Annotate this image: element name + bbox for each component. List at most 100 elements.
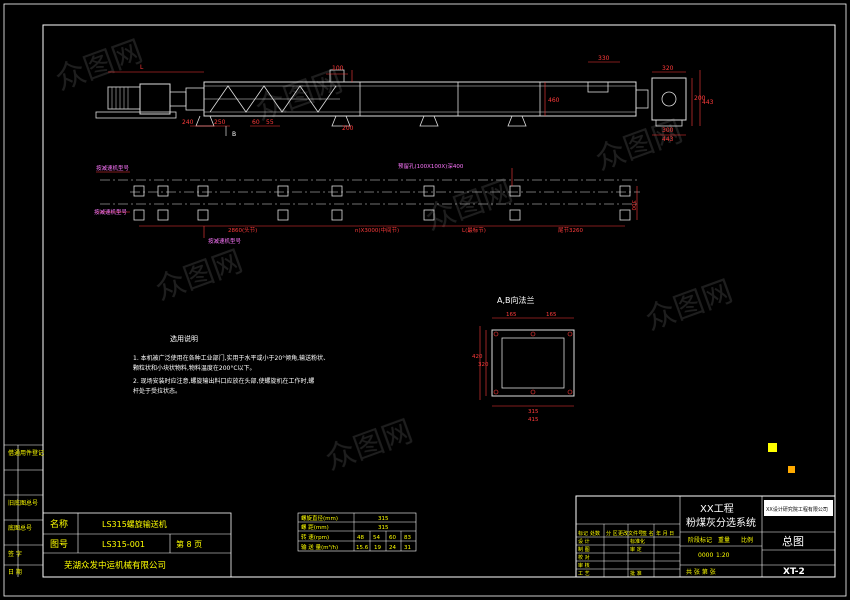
watermark-text: 众图网 (591, 114, 688, 178)
stage-value: 0000 (698, 552, 713, 559)
dim-330: 330 (598, 55, 610, 62)
watermark-text: 众图网 (641, 274, 738, 338)
foundation-plan: 2860(头节) n)X3000(中间节) L(最标节) 尾节3260 300 … (94, 162, 640, 245)
flange-detail: A,B向法兰 165 165 315 415 320 420 (472, 295, 575, 423)
tb-role: 制 图 (578, 546, 590, 553)
tb-role: 审 核 (578, 562, 590, 569)
param-cell: 24 (389, 545, 396, 551)
param-row-value: 315 (378, 516, 389, 522)
watermark-layer: 众图网 众图网 众图网 众图网 众图网 众图网 众图网 (51, 34, 738, 478)
drawing-value: LS315-001 (102, 540, 145, 549)
flange-title: A,B向法兰 (497, 295, 535, 305)
system-name: 粉煤灰分选系统 (686, 516, 756, 529)
tb-header: 年 月 日 (656, 530, 674, 537)
support (195, 115, 215, 127)
section-mark-b: B (232, 131, 236, 138)
plan-bottom-label: 按减速机型号 (208, 237, 242, 245)
watermark-text: 众图网 (251, 64, 348, 128)
support (419, 115, 439, 127)
param-row-label: 输 送 量(m³/h) (301, 543, 338, 551)
marker (788, 466, 795, 473)
tb-approve: 审 定 (630, 546, 642, 553)
inlet (329, 69, 345, 83)
flange-top-b: 165 (546, 312, 557, 318)
flange-bottom-b: 415 (528, 417, 539, 423)
tail-bearing (635, 89, 649, 109)
company-name: 芜湖众发中运机械有限公司 (64, 560, 166, 571)
tb-role: 校 对 (578, 554, 590, 561)
param-cell: 15.6 (356, 545, 369, 551)
flange-side-b: 420 (472, 354, 483, 360)
param-table: 螺旋直径(mm) 315 螺 距(mm) 315 转 速(rpm) 48 54 … (297, 512, 417, 552)
reducer (139, 83, 171, 115)
dim-L: L (140, 64, 144, 71)
param-cell: 60 (389, 535, 396, 541)
selection-notes: 选用说明 1. 本机被广泛使用在各种工业部门,实用于水平或小于20°倾角,输送粉… (133, 334, 329, 395)
project-name: XX工程 (700, 503, 734, 515)
institute-logo (764, 500, 833, 516)
plan-width: 300 (630, 200, 636, 211)
stamp-label: 借通用件登记 (8, 449, 44, 457)
dim-443b: 443 (662, 136, 674, 143)
scale-label: 比例 (741, 536, 753, 544)
param-cell: 19 (374, 545, 381, 551)
name-block: 名称 LS315螺旋输送机 图号 LS315-001 第 8 页 芜湖众发中运机… (42, 512, 232, 578)
notes-line: 颗粒状和小块状物料,物料温度在200°C以下。 (133, 364, 256, 372)
param-row-label: 螺 距(mm) (301, 523, 329, 531)
flange-top-a: 165 (506, 312, 517, 318)
tb-header: 签 名 (642, 530, 654, 537)
outlet (587, 81, 609, 93)
institute-name: XX设计研究院工程有限公司 (766, 506, 828, 513)
watermark-text: 众图网 (51, 34, 148, 98)
plan-seg-tail: 尾节3260 (558, 226, 583, 234)
notes-line: 杆处于受拉状态。 (133, 387, 181, 395)
dim-200b: 200 (694, 95, 706, 102)
plan-top-label: 按减速机型号 (96, 164, 130, 172)
param-row-label: 转 速(rpm) (301, 533, 329, 541)
support (507, 115, 527, 127)
plan-left-label: 按减速机型号 (94, 208, 128, 216)
dim-250: 250 (214, 119, 226, 126)
notes-title: 选用说明 (170, 334, 198, 343)
flange-inner (501, 337, 565, 389)
stage-label: 阶段标记 (688, 536, 712, 544)
sheet-count: 共 张 第 张 (686, 568, 716, 576)
dim-240: 240 (182, 119, 194, 126)
param-row-value: 315 (378, 525, 389, 531)
tb-header: 分 区 (606, 530, 618, 537)
stamp-label: 旧底图总号 (8, 499, 38, 507)
stamp-label: 签 字 (8, 550, 22, 558)
drawing-label: 图号 (50, 539, 68, 550)
flange-bottom-a: 315 (528, 409, 539, 415)
title-block: 标记 处数 分 区 更改文件号 签 名 年 月 日 设 计 制 图 校 对 审 … (575, 495, 836, 578)
param-row-label: 螺旋直径(mm) (301, 514, 338, 522)
name-label: 名称 (50, 518, 68, 530)
stamp-label: 日 期 (8, 568, 22, 576)
watermark-text: 众图网 (321, 414, 418, 478)
dim-200: 200 (342, 125, 354, 132)
head-bearing (185, 87, 205, 111)
dim-60: 60 (252, 119, 260, 126)
outer-border (3, 3, 847, 597)
tb-ratify: 批 准 (630, 570, 642, 577)
tb-header: 处数 (590, 530, 600, 537)
flange-side-a: 320 (478, 362, 489, 368)
tb-std: 标准化 (630, 538, 645, 545)
param-cell: 54 (373, 535, 380, 541)
tb-role: 设 计 (578, 538, 590, 545)
plan-hole-note: 预留孔(100X100X)深400 (398, 162, 464, 170)
motor-base (95, 111, 177, 119)
dim-460: 460 (548, 97, 560, 104)
dim-320: 320 (662, 65, 674, 72)
marker (768, 443, 777, 452)
dim-100: 100 (332, 65, 344, 72)
plan-seg-l: L(最标节) (462, 226, 486, 234)
tb-header: 更改文件号 (618, 530, 643, 537)
page-number: 第 8 页 (176, 539, 202, 549)
plan-seg-head: 2860(头节) (228, 226, 257, 234)
end-view-shaft (661, 91, 677, 107)
param-cell: 83 (404, 535, 411, 541)
left-stamp-column: 借通用件登记 旧底图总号 底图总号 签 字 日 期 (4, 444, 44, 577)
name-value: LS315螺旋输送机 (102, 519, 167, 529)
